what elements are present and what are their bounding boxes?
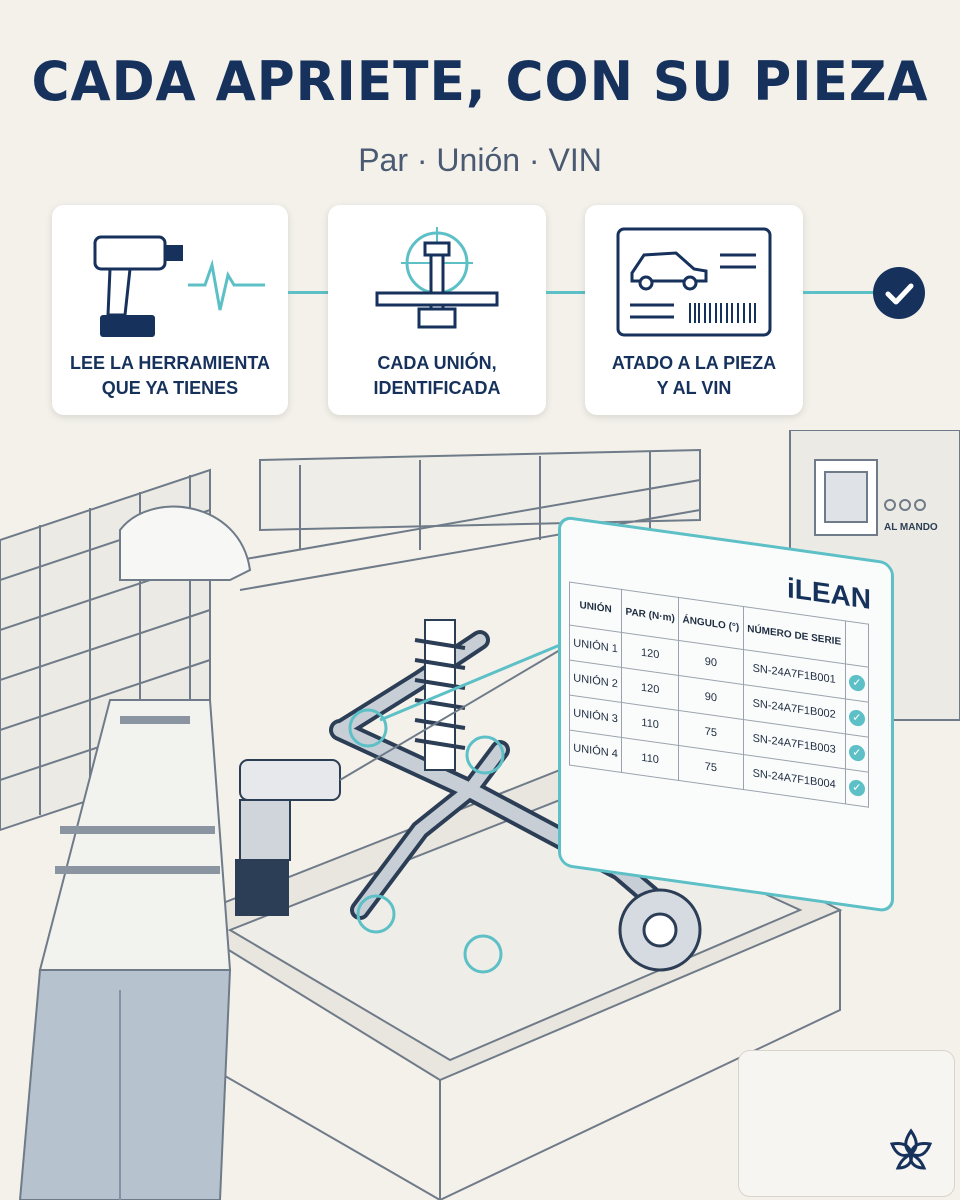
connector-line xyxy=(546,291,585,294)
step-label-2b: IDENTIFICADA xyxy=(373,378,501,398)
logo-panel xyxy=(738,1050,955,1197)
page-title: CADA APRIETE, CON SU PIEZA xyxy=(31,50,929,113)
torque-cell: 110 xyxy=(621,737,679,781)
step-card-joint: CADA UNIÓN, IDENTIFICADA xyxy=(328,205,546,415)
table-header: UNIÓN xyxy=(569,582,622,633)
step-label-1a: LEE LA HERRAMIENTA xyxy=(70,353,270,373)
step-label-1b: QUE YA TIENES xyxy=(101,378,239,398)
machine-label: AL MANDO xyxy=(884,522,938,533)
flower-logo-icon xyxy=(889,1128,933,1170)
wrench-icon xyxy=(93,235,265,337)
check-icon: ✓ xyxy=(848,743,865,763)
page-subtitle: Par · Unión · VIN xyxy=(358,142,602,178)
connector-line xyxy=(288,291,328,294)
joint-cell: UNIÓN 4 xyxy=(569,730,622,773)
step-label-2a: CADA UNIÓN, xyxy=(377,353,497,373)
step-card-tool: LEE LA HERRAMIENTA QUE YA TIENES xyxy=(52,205,288,415)
bolt-target-icon xyxy=(375,227,499,329)
check-icon: ✓ xyxy=(848,673,865,693)
checkmark-icon xyxy=(873,267,925,319)
torque-table: UNIÓN PAR (N·m) ÁNGULO (°) NÚMERO DE SER… xyxy=(569,582,869,808)
check-icon: ✓ xyxy=(848,778,865,798)
step-card-vin: ATADO A LA PIEZA Y AL VIN xyxy=(585,205,803,415)
connector-line xyxy=(803,291,873,294)
check-icon: ✓ xyxy=(848,708,865,728)
vehicle-card-icon xyxy=(616,227,772,337)
table-header xyxy=(845,620,869,668)
ilean-torque-panel: iLEAN UNIÓN PAR (N·m) ÁNGULO (°) NÚMERO … xyxy=(558,515,894,914)
step-label-3a: ATADO A LA PIEZA xyxy=(611,353,777,373)
ilean-logo: iLEAN xyxy=(787,572,871,615)
step-label-3b: Y AL VIN xyxy=(656,378,732,398)
